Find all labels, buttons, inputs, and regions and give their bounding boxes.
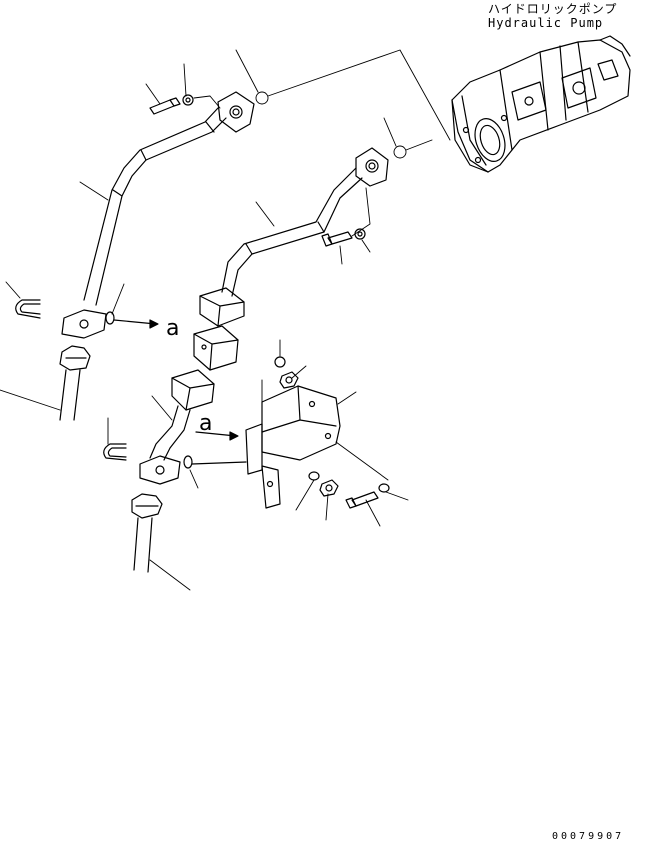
upper-hose bbox=[60, 346, 90, 420]
leader-lines bbox=[0, 50, 450, 590]
washer-bracket-lower bbox=[309, 472, 319, 480]
middle-tube bbox=[200, 148, 388, 326]
bracket bbox=[246, 386, 340, 508]
bolt-upper bbox=[150, 98, 180, 114]
washer-bracket-top bbox=[275, 357, 285, 367]
u-bolt-upper bbox=[16, 300, 40, 318]
reference-mark-a-upper: a bbox=[166, 316, 180, 341]
adapter-block bbox=[194, 326, 238, 370]
lower-hose bbox=[132, 494, 162, 572]
ref-arrow-lower bbox=[192, 432, 246, 464]
snap-ring-upper bbox=[106, 312, 114, 324]
ref-arrow-upper bbox=[114, 320, 158, 328]
washer-bracket-right bbox=[379, 484, 389, 492]
u-bolt-lower bbox=[104, 444, 126, 460]
reference-mark-a-lower: a bbox=[199, 411, 213, 436]
bolt-bracket bbox=[346, 492, 378, 508]
nut-bracket-lower bbox=[320, 480, 338, 496]
pump-label-japanese: ハイドロリックポンプ bbox=[488, 2, 618, 16]
snap-ring-lower bbox=[184, 456, 192, 468]
drawing-number: 00079907 bbox=[552, 831, 625, 842]
bolt-middle bbox=[322, 232, 352, 246]
upper-suction-tube bbox=[62, 92, 254, 338]
pump-label-english: Hydraulic Pump bbox=[488, 16, 604, 30]
washer-upper bbox=[183, 95, 193, 105]
lower-tube bbox=[140, 370, 214, 484]
nut-bracket-top bbox=[280, 372, 298, 388]
hydraulic-pump bbox=[452, 36, 630, 172]
